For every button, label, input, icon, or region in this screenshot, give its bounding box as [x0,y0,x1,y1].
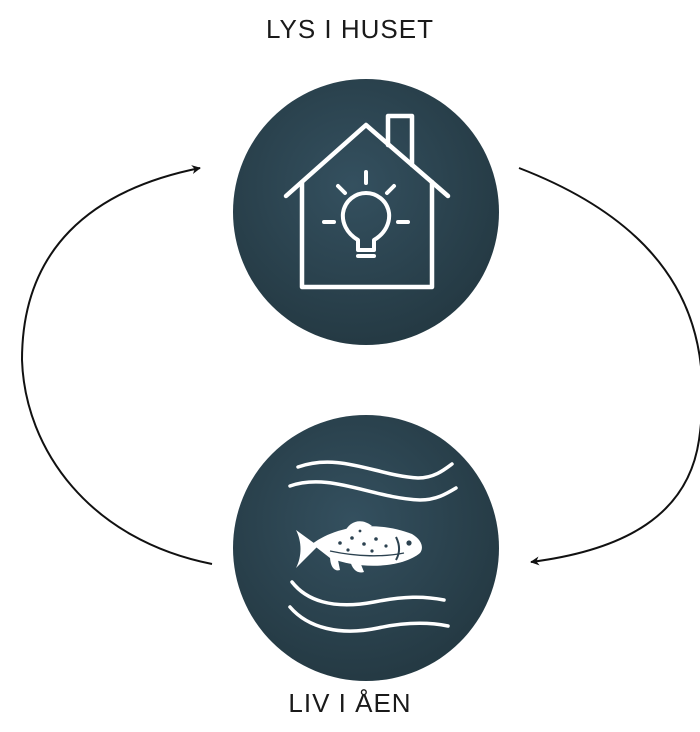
bottom-node-label: LIV I ÅEN [288,688,412,718]
top-node [233,79,499,345]
fish-waves-icon [288,460,458,633]
top-node-label: LYS I HUSET [265,14,434,44]
arrow-bottom-to-top [20,165,213,565]
arrow-top-to-bottom [518,167,700,566]
bottom-node [233,415,499,681]
house-lightbulb-icon [283,113,451,290]
top-node-circle [233,79,499,345]
